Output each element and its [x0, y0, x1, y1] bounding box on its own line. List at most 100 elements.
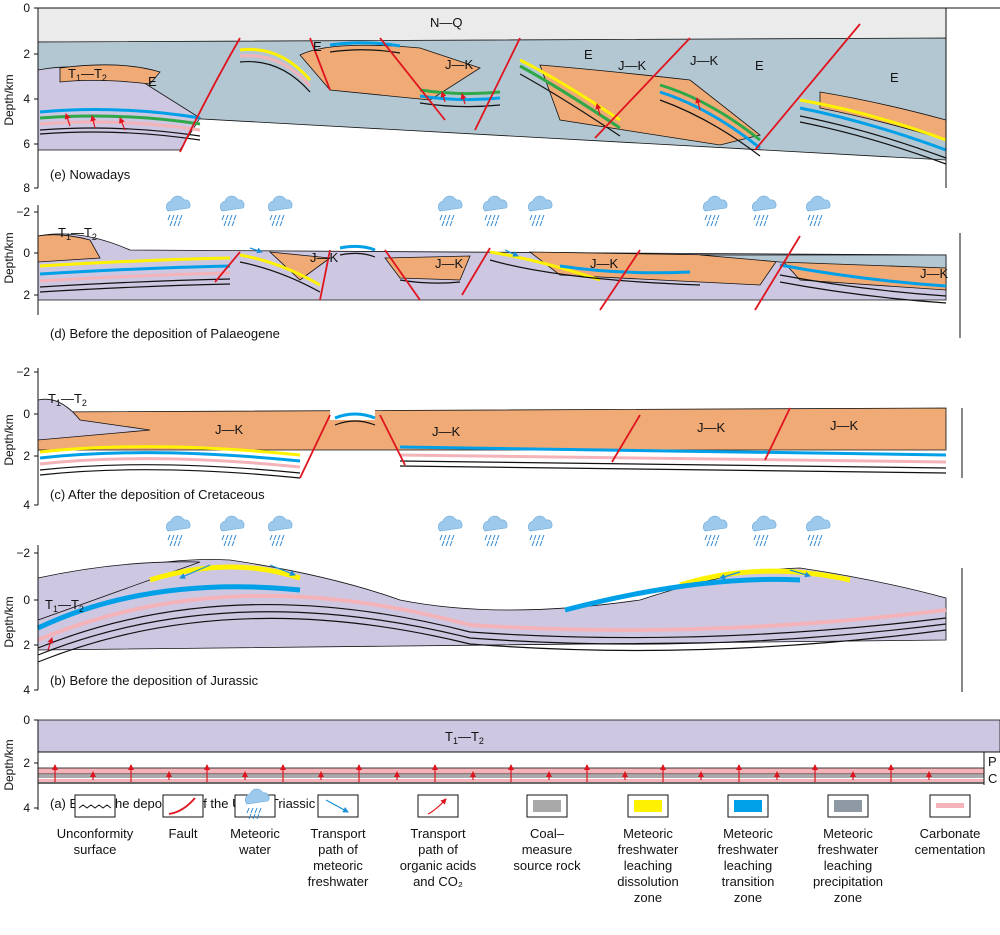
yellow-swatch-icon — [634, 800, 662, 812]
panel-e: N—Q E E E E E J—K J—K J—K T1—T2 (e) Nowa… — [37, 7, 1000, 188]
freshwater-arrow — [719, 571, 741, 580]
layer-jk-e1 — [299, 44, 481, 101]
panel-d: J—K J—K J—K J—K T1—T2 (d) Before the dep… — [37, 205, 961, 341]
rain-cloud-icon — [751, 195, 777, 227]
acid-arrow — [64, 113, 71, 127]
label-nq: N—Q — [430, 15, 463, 30]
layer-triassic-a — [37, 719, 1000, 753]
axis-label: Depth/km — [2, 414, 16, 465]
svg-text:C: C — [988, 771, 997, 786]
blue-arrow-icon — [325, 799, 349, 813]
rain-cloud-icon — [437, 195, 463, 227]
svg-text:J—K: J—K — [920, 266, 949, 281]
freshwater-arrow — [179, 564, 211, 579]
tick-label: 6 — [23, 137, 30, 151]
legend-label: Transport — [410, 826, 466, 841]
legend-label: and CO₂ — [413, 874, 463, 889]
rain-cloud-icon — [702, 195, 728, 227]
tick-label: 2 — [23, 756, 30, 770]
tick-label: 2 — [23, 449, 30, 463]
blue-swatch-icon — [734, 800, 762, 812]
legend-label: Unconformity — [57, 826, 134, 841]
svg-text:E: E — [313, 39, 322, 54]
svg-text:P: P — [988, 754, 997, 769]
freshwater-arrow — [789, 569, 811, 578]
tick-label: 2 — [23, 638, 30, 652]
legend-label: path of — [318, 842, 358, 857]
legend-label: Meteoric — [230, 826, 280, 841]
red-arrow-icon — [427, 798, 447, 815]
tick-label: 2 — [23, 47, 30, 61]
axis-label: Depth/km — [2, 739, 16, 790]
acid-arrow — [440, 91, 447, 103]
legend-label: Transport — [310, 826, 366, 841]
legend-label: Fault — [169, 826, 198, 841]
axis-label: Depth/km — [2, 232, 16, 283]
layer-jk-e2 — [539, 64, 761, 146]
tick-label: 0 — [23, 593, 30, 607]
unconformity-icon — [78, 804, 112, 809]
legend-label: freshwater — [718, 842, 779, 857]
svg-text:J—K: J—K — [310, 250, 339, 265]
rain-cloud-icon — [482, 515, 508, 547]
legend-label: dissolution — [617, 874, 678, 889]
legend-label: transition — [722, 874, 775, 889]
axis-label: Depth/km — [2, 596, 16, 647]
rain-cloud-icon — [165, 195, 191, 227]
svg-text:T1—T2: T1—T2 — [68, 66, 107, 83]
rain-cloud-icon — [527, 515, 553, 547]
caption-d: (d) Before the deposition of Palaeogene — [50, 326, 280, 341]
legend-box — [417, 794, 459, 818]
rain-cloud-icon — [219, 515, 245, 547]
svg-text:J—K: J—K — [432, 424, 461, 439]
legend-label: zone — [834, 890, 862, 905]
legend-label: Meteoric — [823, 826, 873, 841]
legend-label: leaching — [724, 858, 772, 873]
acid-arrow — [119, 117, 126, 131]
svg-text:J—K: J—K — [215, 422, 244, 437]
panel-b: T1—T2 (b) Before the deposition of Juras… — [36, 545, 963, 692]
layer-quaternary — [37, 7, 947, 43]
legend-label: surface — [74, 842, 117, 857]
tick-label: 8 — [23, 181, 30, 195]
svg-text:T1—T2: T1—T2 — [45, 597, 84, 614]
tick-label: 2 — [23, 288, 30, 302]
legend-label: Carbonate — [920, 826, 981, 841]
layer-jk-c — [37, 407, 947, 451]
tick-label: 4 — [23, 92, 30, 106]
svg-text:T1—T2: T1—T2 — [445, 729, 484, 746]
svg-text:E: E — [148, 74, 157, 89]
freshwater-arrow — [504, 249, 519, 257]
legend-label: cementation — [915, 842, 986, 857]
tick-label: 4 — [23, 498, 30, 512]
svg-text:J—K: J—K — [590, 256, 619, 271]
tick-label: −2 — [16, 365, 30, 379]
rain-cloud-icon — [219, 195, 245, 227]
depth-axes: 02468Depth/km−202Depth/km−2024Depth/km−2… — [2, 1, 38, 815]
tick-label: −2 — [16, 546, 30, 560]
rain-cloud-icon — [702, 515, 728, 547]
rain-cloud-icon — [267, 515, 293, 547]
legend-label: leaching — [824, 858, 872, 873]
rain-cloud-icon — [482, 195, 508, 227]
svg-text:J—K: J—K — [830, 418, 859, 433]
axis-label: Depth/km — [2, 74, 16, 125]
tick-label: 0 — [23, 246, 30, 260]
legend-item-precipitation: Meteoricfreshwaterleachingprecipitationz… — [813, 794, 883, 905]
tick-label: 0 — [23, 713, 30, 727]
svg-text:J—K: J—K — [445, 57, 474, 72]
svg-text:E: E — [890, 70, 899, 85]
caption-c: (c) After the deposition of Cretaceous — [50, 487, 265, 502]
rain-cloud-icon — [267, 195, 293, 227]
legend-label: Meteoric — [623, 826, 673, 841]
svg-text:E: E — [755, 58, 764, 73]
rain-cloud-icon — [437, 515, 463, 547]
fault-icon — [168, 797, 196, 815]
legend-box — [74, 794, 116, 818]
tick-label: 0 — [23, 407, 30, 421]
